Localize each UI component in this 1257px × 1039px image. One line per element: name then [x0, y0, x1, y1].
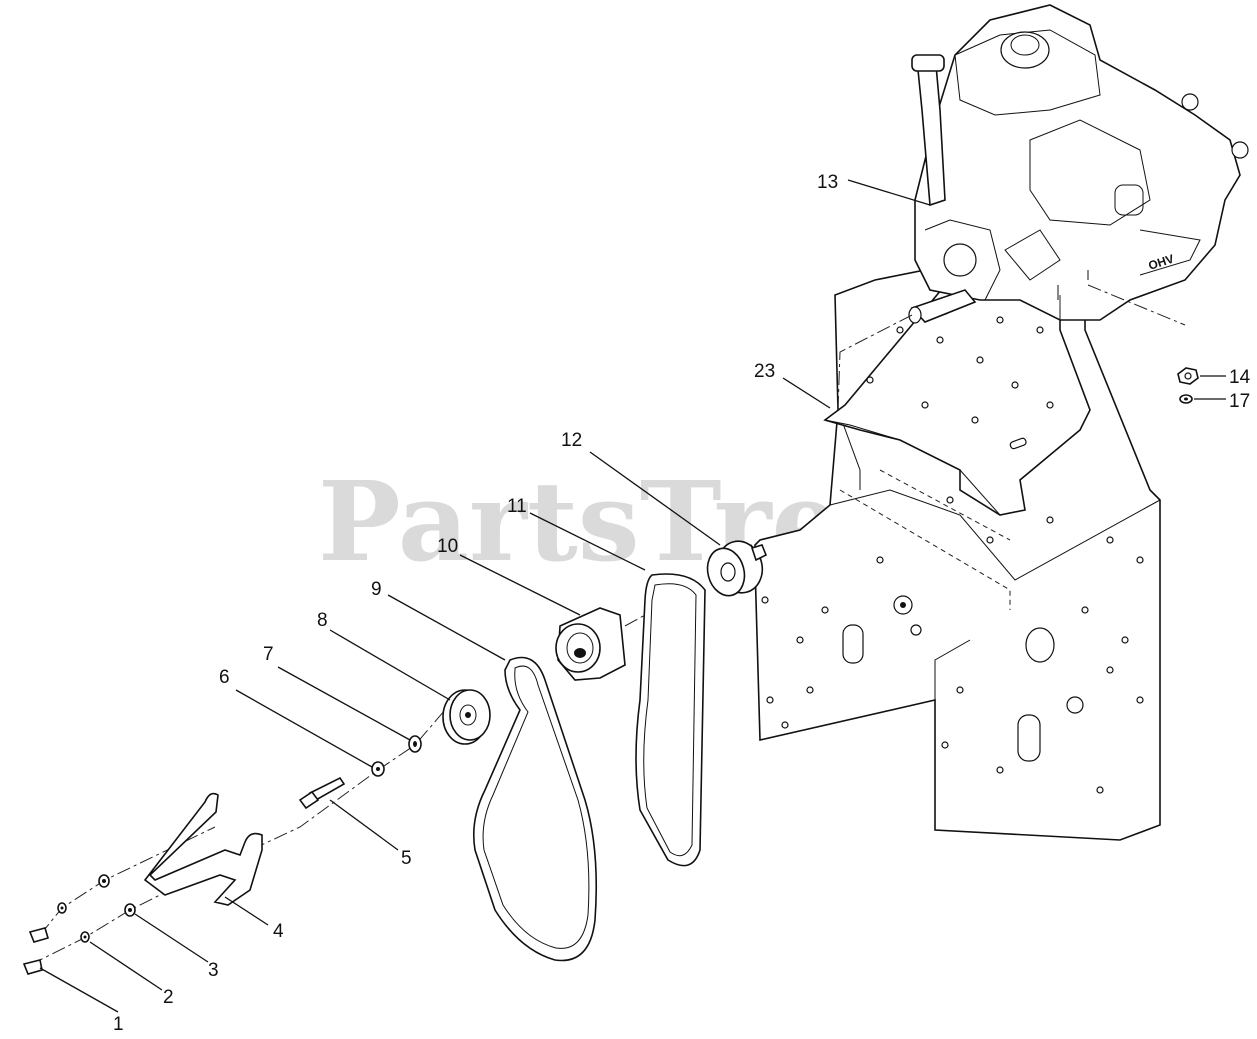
washers: [371, 735, 422, 777]
callout-labels: 1 2 3 4 5 6 7 8 9 10 11 12 13 14 17 23: [113, 172, 1251, 1035]
drive-belt-inner: [635, 573, 706, 867]
leader-lines: [39, 179, 1226, 1013]
idler-pulley: [555, 607, 626, 681]
callout-5: 5: [401, 848, 412, 869]
callout-4: 4: [273, 921, 284, 942]
engine: OHV: [908, 4, 1249, 324]
callout-14: 14: [1229, 367, 1251, 388]
callout-7: 7: [263, 644, 274, 665]
engine-pulley: [706, 540, 768, 597]
idler-bracket: [143, 792, 263, 906]
callout-9: 9: [371, 579, 382, 600]
callout-2: 2: [163, 987, 174, 1008]
callout-17: 17: [1229, 391, 1250, 412]
flat-idler: [442, 689, 491, 745]
callout-10: 10: [437, 536, 458, 557]
callout-3: 3: [208, 960, 219, 981]
callout-13: 13: [817, 172, 838, 193]
shoulder-bolt: [298, 776, 346, 810]
callout-11: 11: [507, 496, 527, 517]
callout-12: 12: [561, 430, 582, 451]
callout-8: 8: [317, 610, 328, 631]
assembly-center-lines: [29, 284, 1186, 966]
bolts: [22, 927, 49, 975]
drive-belt-outer: [472, 656, 598, 962]
nut-and-washer: [1177, 367, 1199, 404]
callout-23: 23: [754, 361, 775, 382]
callout-6: 6: [219, 667, 230, 688]
small-washers: [57, 874, 136, 943]
callout-1: 1: [113, 1014, 124, 1035]
